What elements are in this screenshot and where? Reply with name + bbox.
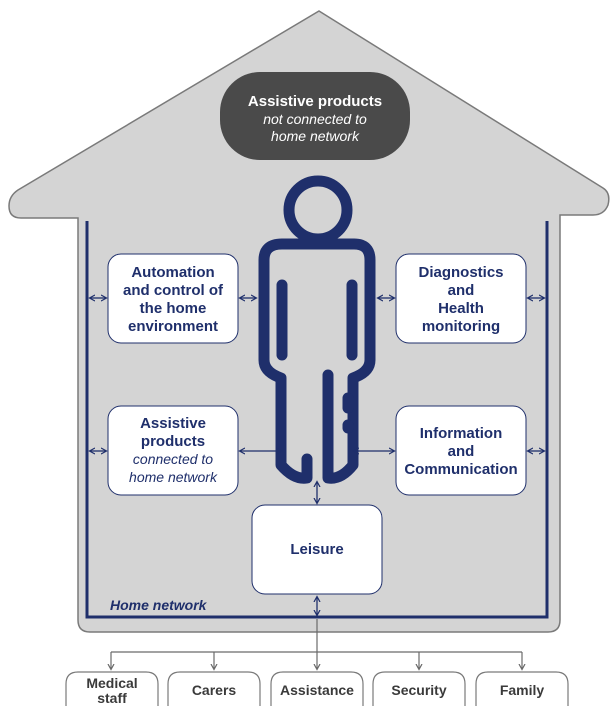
medical-staff-line-1: Medical <box>86 675 137 691</box>
diagnostics-line-2: and <box>448 282 475 299</box>
diagnostics-line-1: Diagnostics <box>418 264 503 281</box>
connection-arrows <box>90 298 544 615</box>
information-communication-box: Information and Communication <box>395 405 527 496</box>
diagnostics-box: Diagnostics and Health monitoring <box>395 253 527 344</box>
home-network-label: Home network <box>110 597 208 613</box>
top-box-subtitle-1: not connected to <box>263 111 367 127</box>
automation-box: Automation and control of the home envir… <box>107 253 239 344</box>
medical-staff-line-2: staff <box>97 690 127 706</box>
external-box-carers: Carers <box>167 671 261 706</box>
external-box-security: Security <box>372 671 466 706</box>
diagnostics-line-4: monitoring <box>422 318 500 335</box>
external-box-assistance: Assistance <box>270 671 364 706</box>
leisure-box: Leisure <box>251 504 383 595</box>
automation-line-1: Automation <box>131 264 214 281</box>
information-line-1: Information <box>420 425 503 442</box>
assistive-connected-line-1: Assistive <box>140 415 206 432</box>
assistive-connected-line-4: home network <box>129 469 218 485</box>
carers-label: Carers <box>192 682 237 698</box>
leisure-label: Leisure <box>290 541 343 558</box>
automation-line-3: the home <box>140 300 207 317</box>
security-label: Security <box>391 682 446 698</box>
information-line-2: and <box>448 443 475 460</box>
external-box-family: Family <box>475 671 569 706</box>
assistive-connected-line-2: products <box>141 433 205 450</box>
top-box-subtitle-2: home network <box>271 128 360 144</box>
top-box-title: Assistive products <box>248 93 382 110</box>
information-line-3: Communication <box>404 461 517 478</box>
automation-line-2: and control of <box>123 282 224 299</box>
assistive-products-not-connected-box: Assistive products not connected to home… <box>220 72 410 160</box>
home-network-frame <box>85 221 549 619</box>
external-box-medical-staff: Medical staff <box>65 671 159 706</box>
family-label: Family <box>500 682 545 698</box>
automation-line-4: environment <box>128 318 218 335</box>
assistance-label: Assistance <box>280 682 354 698</box>
assistive-products-connected-box: Assistive products connected to home net… <box>107 405 239 496</box>
diagnostics-line-3: Health <box>438 300 484 317</box>
assistive-connected-line-3: connected to <box>133 451 213 467</box>
external-connector <box>111 619 522 669</box>
